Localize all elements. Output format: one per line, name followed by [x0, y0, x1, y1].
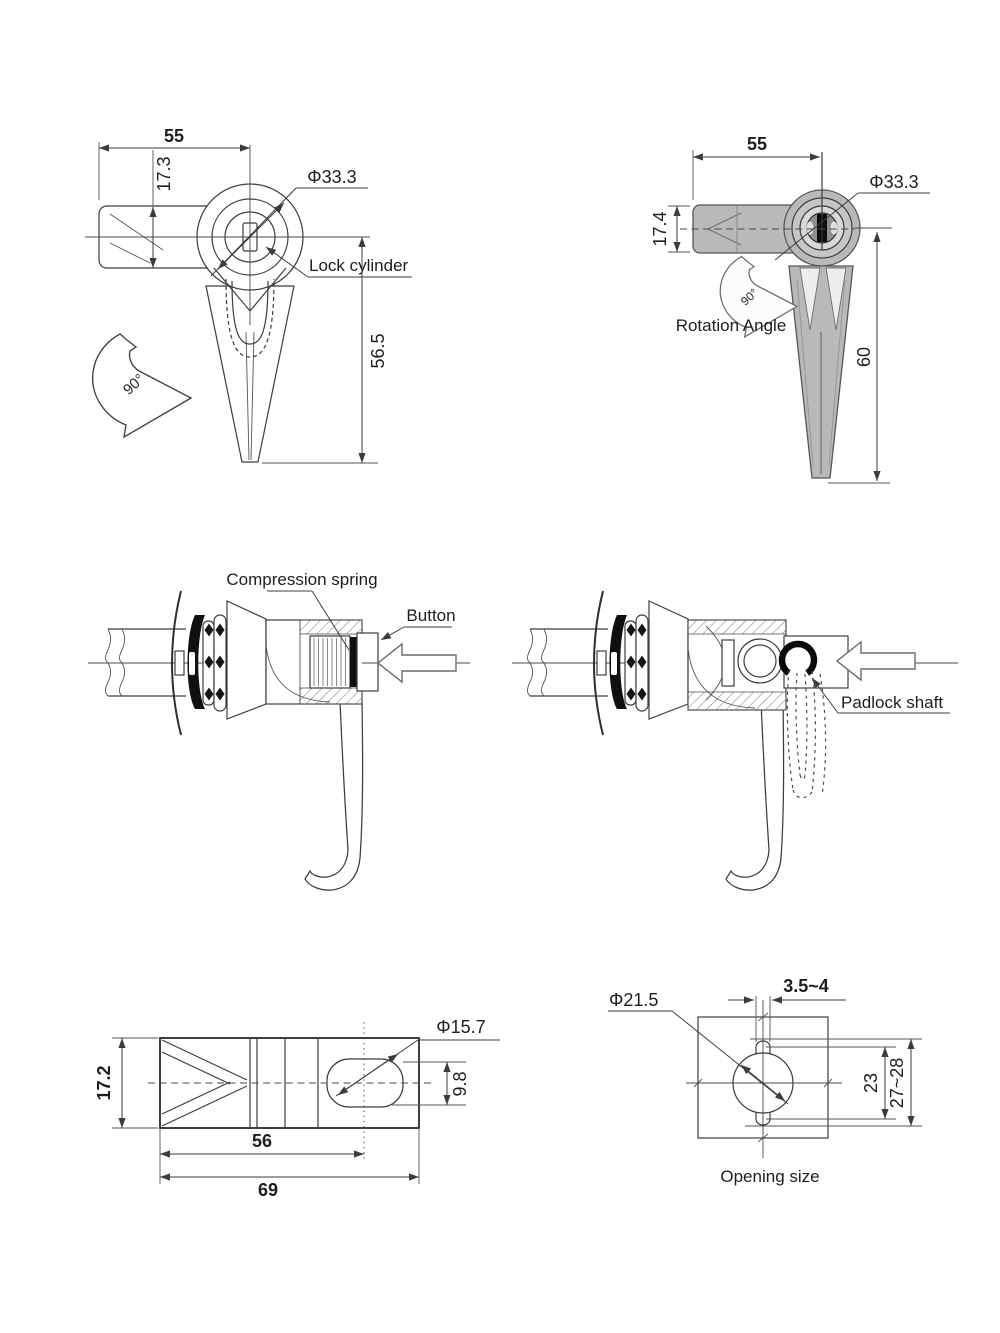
- view-opening-size: 3.5~4 Φ21.5 23 27~28 Opening size: [608, 976, 922, 1186]
- bottom-notch: [755, 1112, 771, 1126]
- label-padlock-shaft: Padlock shaft: [841, 693, 943, 712]
- gasket: [609, 615, 627, 709]
- view-body-top: 17.2 Φ15.7 9.8 56 69: [94, 1017, 500, 1200]
- dim-rotated-width: 55: [747, 134, 767, 154]
- cone: [648, 600, 689, 720]
- dim-center-length: 56: [252, 1131, 272, 1151]
- dim-notch-width: 3.5~4: [783, 976, 829, 996]
- view-section-padlock: Padlock shaft: [512, 590, 958, 891]
- top-notch: [755, 1040, 771, 1054]
- view-front-handle: 55 17.3 Φ33.3 Lock cylinder 56.5 90°: [85, 126, 412, 464]
- dim-front-width: 55: [164, 126, 184, 146]
- view-section-button: Compression spring Button: [88, 570, 470, 891]
- rotation-arrow-icon: 90°: [719, 255, 798, 338]
- shaft-flat: [596, 650, 607, 676]
- label-compression-spring: Compression spring: [226, 570, 377, 589]
- washer-edge: [593, 590, 604, 736]
- spring-cavity: [309, 635, 351, 689]
- dim-front-arm-height: 17.3: [154, 156, 174, 191]
- label-button: Button: [406, 606, 455, 625]
- mounting-hole: [732, 1052, 794, 1114]
- handle-hook: [725, 700, 785, 891]
- view-rotated-handle: 55 17.4 Φ33.3 60 90° Rotation Angle: [650, 134, 930, 484]
- washer-edge: [171, 590, 182, 736]
- dim-rotated-length: 60: [854, 347, 874, 367]
- nut-teeth: [626, 623, 647, 701]
- push-direction-arrow-icon: [835, 640, 916, 682]
- dim-slot-diameter: Φ15.7: [436, 1017, 485, 1037]
- dim-rotated-head-diameter: Φ33.3: [869, 172, 918, 192]
- dim-total-length: 69: [258, 1180, 278, 1200]
- dim-hole-diameter: Φ21.5: [609, 990, 658, 1010]
- label-lock-cylinder: Lock cylinder: [309, 256, 409, 275]
- push-direction-arrow-icon: [376, 642, 457, 684]
- dim-slot-height: 9.8: [450, 1071, 470, 1096]
- dim-outer-height: 27~28: [887, 1058, 907, 1109]
- rotation-arrow-icon: 90°: [91, 333, 192, 438]
- caption-opening-size: Opening size: [720, 1167, 819, 1186]
- dim-rotated-arm-height: 17.4: [650, 211, 670, 246]
- shaft-flat: [174, 650, 185, 676]
- cone: [226, 600, 267, 720]
- latch-plate: [721, 639, 735, 687]
- padlock-outline-dashed: [786, 669, 827, 799]
- padlock-shackle-icon: [778, 640, 818, 676]
- dim-body-height: 17.2: [94, 1065, 114, 1100]
- button-face: [356, 632, 379, 692]
- dim-front-length: 56.5: [368, 333, 388, 368]
- compression-spring-coils: [313, 638, 346, 686]
- button-cap-dark: [350, 637, 357, 687]
- label-rotation-angle: Rotation Angle: [676, 316, 787, 335]
- dim-inner-height: 23: [861, 1073, 881, 1093]
- dim-front-head-diameter: Φ33.3: [307, 167, 356, 187]
- gasket: [187, 615, 205, 709]
- handle-hook: [304, 700, 364, 891]
- nut-teeth: [204, 623, 225, 701]
